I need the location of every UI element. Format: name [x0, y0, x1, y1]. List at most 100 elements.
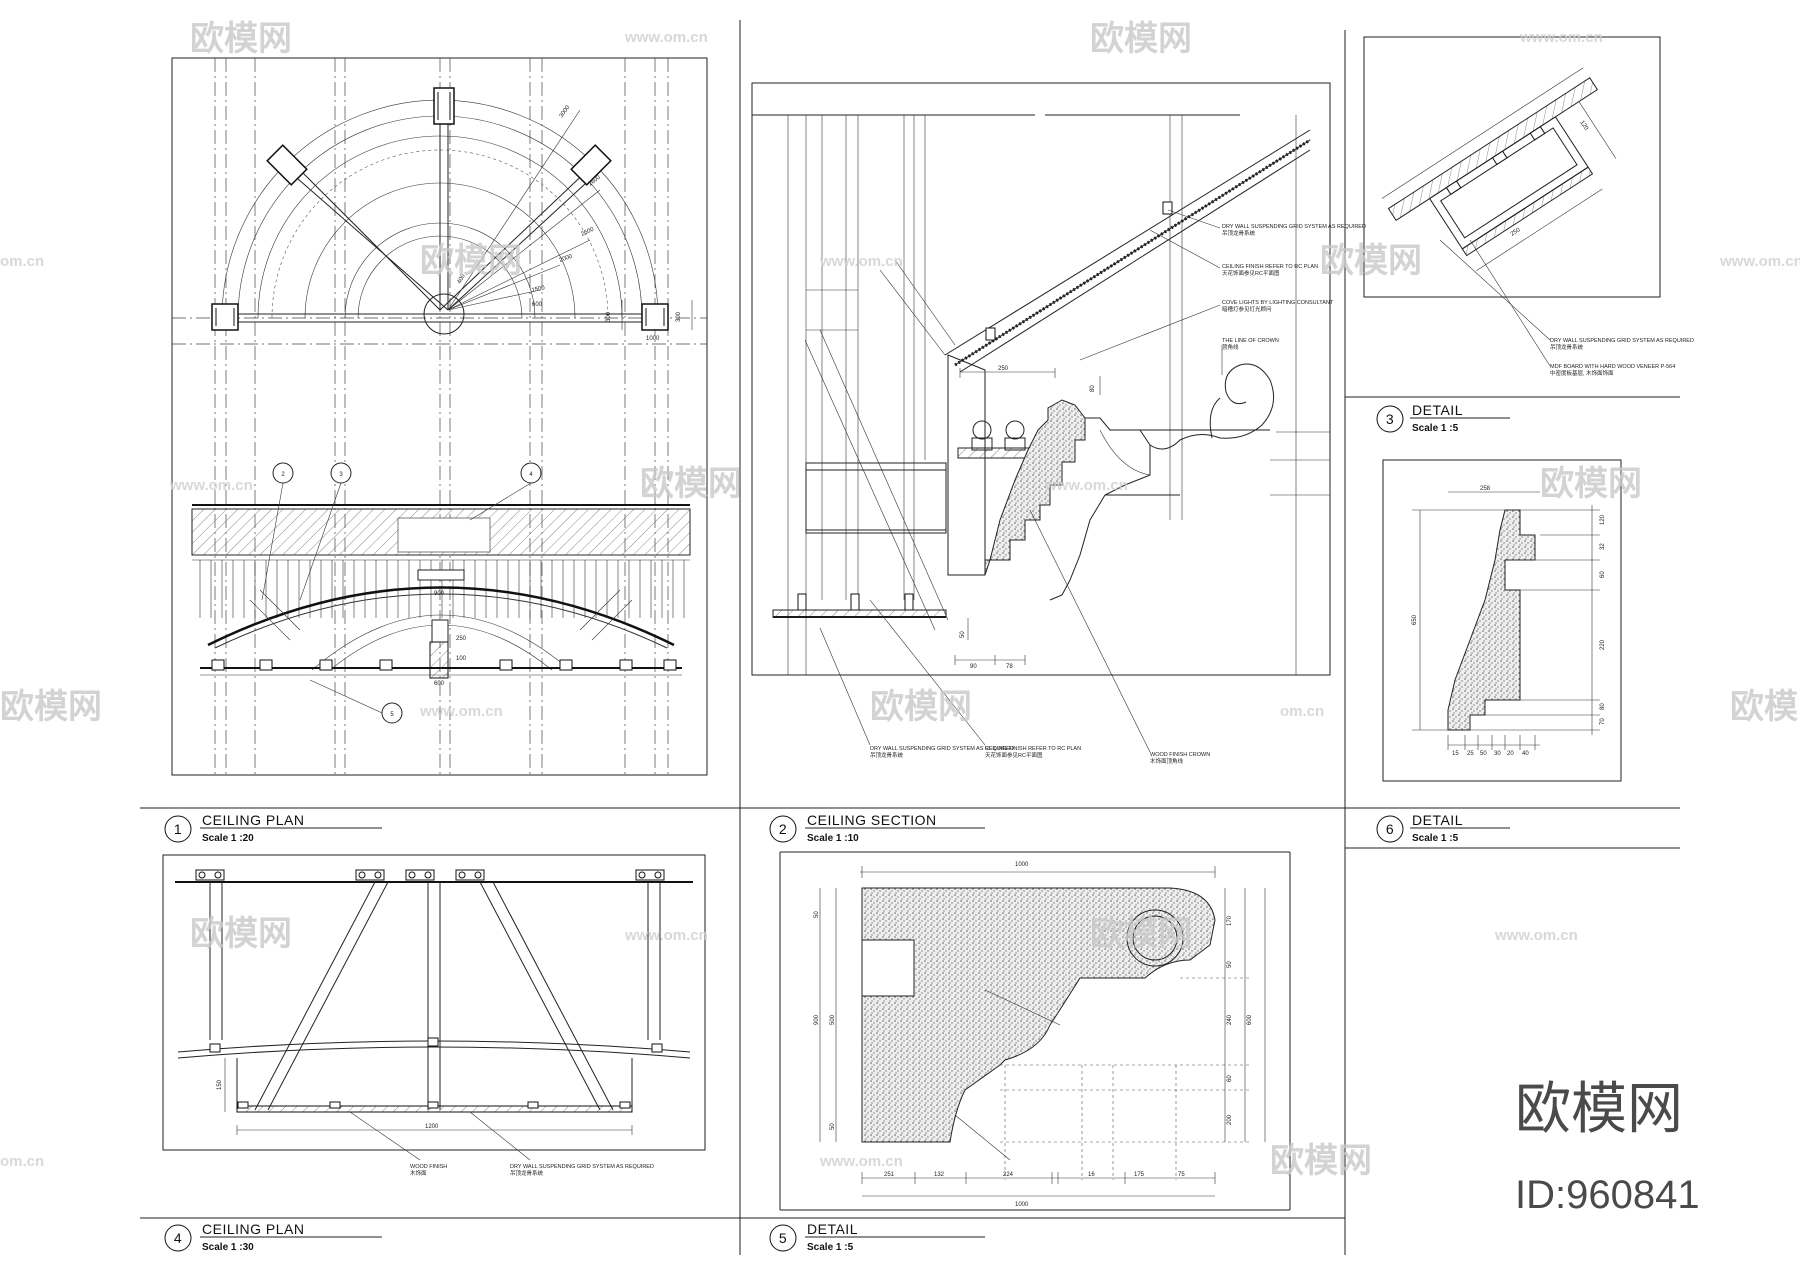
- svg-text:400: 400: [457, 273, 468, 285]
- svg-text:欧模网: 欧模网: [1090, 20, 1192, 58]
- svg-text:300: 300: [676, 311, 682, 322]
- svg-text:32: 32: [1600, 543, 1606, 550]
- svg-text:天花饰面参见RC平面图: 天花饰面参见RC平面图: [1222, 269, 1280, 277]
- svg-text:www.om.cn: www.om.cn: [419, 703, 503, 720]
- svg-text:om.cn: om.cn: [0, 1153, 44, 1170]
- ceiling-section-2: 250 80 50 90 78 DRY WALL SUSPENDING GRID…: [751, 82, 1366, 765]
- svg-text:顶角线: 顶角线: [1222, 343, 1239, 351]
- svg-text:DRY WALL SUSPENDING GRID SYSTE: DRY WALL SUSPENDING GRID SYSTEM AS REQUI…: [1550, 338, 1694, 344]
- title-ceiling-section-2: CEILING SECTION: [807, 812, 937, 828]
- svg-text:木饰面: 木饰面: [410, 1169, 427, 1177]
- svg-text:欧模网: 欧模网: [0, 688, 102, 726]
- svg-text:600: 600: [1247, 1014, 1253, 1025]
- svg-text:欧模网: 欧模网: [190, 915, 292, 953]
- svg-text:250: 250: [1510, 227, 1522, 238]
- svg-text:80: 80: [1600, 703, 1606, 710]
- svg-text:www.om.cn: www.om.cn: [819, 253, 903, 270]
- svg-text:3: 3: [339, 472, 343, 478]
- svg-text:吊顶龙骨系统: 吊顶龙骨系统: [870, 751, 904, 759]
- svg-text:CEILING FINISH REFER TO RC PLA: CEILING FINISH REFER TO RC PLAN: [1222, 264, 1318, 270]
- svg-text:欧模网: 欧模网: [420, 242, 522, 280]
- svg-text:4: 4: [529, 472, 533, 478]
- svg-text:www.om.cn: www.om.cn: [169, 477, 253, 494]
- svg-text:中密度板基层, 木饰面饰面: 中密度板基层, 木饰面饰面: [1550, 369, 1614, 377]
- svg-text:50: 50: [960, 631, 966, 638]
- title-ceiling-plan-1: CEILING PLAN: [202, 812, 304, 828]
- svg-text:500: 500: [830, 1014, 836, 1025]
- svg-text:THE LINE OF CROWN: THE LINE OF CROWN: [1222, 338, 1279, 344]
- svg-text:欧模网: 欧模网: [1730, 688, 1800, 726]
- svg-text:50: 50: [1227, 961, 1233, 968]
- svg-text:132: 132: [934, 1172, 945, 1178]
- svg-text:251: 251: [884, 1172, 895, 1178]
- detail-6: 258 120 32 60 220 80 70 650 15 25 50 30 …: [1382, 459, 1622, 782]
- title-number-2: 2: [779, 821, 787, 837]
- svg-text:2500: 2500: [580, 226, 595, 237]
- svg-text:175: 175: [1134, 1172, 1145, 1178]
- svg-text:1500: 1500: [531, 285, 546, 294]
- svg-text:258: 258: [1480, 486, 1491, 492]
- svg-text:900: 900: [434, 591, 445, 597]
- svg-text:1000: 1000: [646, 336, 660, 342]
- svg-text:50: 50: [830, 1123, 836, 1130]
- svg-text:600: 600: [532, 302, 543, 308]
- svg-text:50: 50: [814, 911, 820, 918]
- svg-text:240: 240: [1227, 1014, 1233, 1025]
- svg-text:75: 75: [1178, 1172, 1185, 1178]
- scale-detail-3: Scale 1 :5: [1412, 423, 1459, 434]
- svg-text:COVE LIGHTS BY LIGHTING CONSUL: COVE LIGHTS BY LIGHTING CONSULTANT: [1222, 300, 1334, 306]
- sheet-borders: [140, 20, 1680, 1255]
- svg-text:CEILING FINISH REFER TO RC PLA: CEILING FINISH REFER TO RC PLAN: [985, 746, 1081, 752]
- svg-text:50: 50: [1480, 751, 1487, 757]
- svg-text:650: 650: [1412, 614, 1418, 625]
- title-detail-6: DETAIL: [1412, 812, 1463, 828]
- svg-text:DRY WALL SUSPENDING GRID SYSTE: DRY WALL SUSPENDING GRID SYSTEM AS REQUI…: [870, 746, 1014, 752]
- scale-ceiling-plan-1: Scale 1 :20: [202, 833, 254, 844]
- svg-text:吊顶龙骨系统: 吊顶龙骨系统: [1550, 343, 1584, 351]
- svg-text:120: 120: [1600, 514, 1606, 525]
- svg-text:78: 78: [1006, 664, 1013, 670]
- scale-detail-6: Scale 1 :5: [1412, 833, 1459, 844]
- svg-text:www.om.cn: www.om.cn: [1044, 477, 1128, 494]
- svg-text:木饰面顶角线: 木饰面顶角线: [1150, 757, 1184, 765]
- svg-text:250: 250: [998, 366, 1009, 372]
- scale-detail-5: Scale 1 :5: [807, 1242, 854, 1253]
- svg-text:150: 150: [217, 1079, 223, 1090]
- svg-text:60: 60: [1600, 571, 1606, 578]
- image-id-label: ID:960841: [1515, 1173, 1700, 1217]
- svg-text:1000: 1000: [1015, 1202, 1029, 1208]
- detail-5: 1000 251 132 224 16 175 75 1000 50 500 9…: [779, 851, 1291, 1211]
- svg-text:天花饰面参见RC平面图: 天花饰面参见RC平面图: [985, 751, 1043, 759]
- svg-text:吊顶龙骨系统: 吊顶龙骨系统: [1222, 229, 1256, 237]
- svg-text:170: 170: [1227, 915, 1233, 926]
- scale-ceiling-section-2: Scale 1 :10: [807, 833, 859, 844]
- svg-text:www.om.cn: www.om.cn: [819, 1153, 903, 1170]
- title-number-5: 5: [779, 1230, 787, 1246]
- ceiling-plan-1: 3000 2600 2500 2000 1500 600 300 300 100…: [171, 57, 708, 776]
- svg-text:1200: 1200: [425, 1124, 439, 1130]
- svg-text:20: 20: [1507, 751, 1514, 757]
- title-number-4: 4: [174, 1230, 182, 1246]
- svg-text:220: 220: [1600, 639, 1606, 650]
- svg-text:200: 200: [1227, 1114, 1233, 1125]
- svg-text:WOOD FINISH: WOOD FINISH: [410, 1164, 447, 1170]
- svg-text:www.om.cn: www.om.cn: [624, 927, 708, 944]
- svg-text:2000: 2000: [559, 253, 574, 263]
- title-number-1: 1: [174, 821, 182, 837]
- title-detail-3: DETAIL: [1412, 402, 1463, 418]
- svg-text:欧模网: 欧模网: [190, 20, 292, 58]
- svg-text:250: 250: [456, 636, 467, 642]
- svg-text:欧模网: 欧模网: [1090, 915, 1192, 953]
- detail-3: 120 250 DRY WALL SUSPENDING GRID SYSTEM …: [1363, 36, 1694, 377]
- svg-text:www.om.cn: www.om.cn: [1719, 253, 1800, 270]
- title-ceiling-plan-4: CEILING PLAN: [202, 1221, 304, 1237]
- svg-text:DRY WALL SUSPENDING GRID SYSTE: DRY WALL SUSPENDING GRID SYSTEM AS REQUI…: [510, 1164, 654, 1170]
- svg-text:吊顶龙骨系统: 吊顶龙骨系统: [510, 1169, 544, 1177]
- corner-brand-watermark: 欧模网: [1515, 1077, 1683, 1140]
- svg-text:900: 900: [814, 1014, 820, 1025]
- svg-text:欧模网: 欧模网: [1540, 465, 1642, 503]
- title-blocks: 1 CEILING PLAN Scale 1 :20 2 CEILING SEC…: [164, 402, 1510, 1253]
- svg-text:暗槽灯参见灯光顾问: 暗槽灯参见灯光顾问: [1222, 305, 1272, 313]
- svg-text:om.cn: om.cn: [0, 253, 44, 270]
- svg-text:40: 40: [1522, 751, 1529, 757]
